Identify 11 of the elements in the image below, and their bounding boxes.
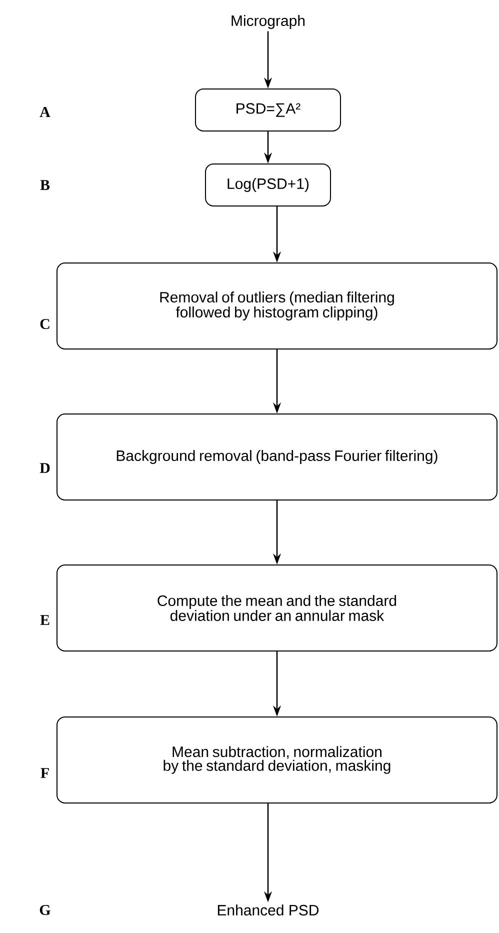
process-box: Mean subtraction, normalization by the standard deviation, masking xyxy=(56,716,498,804)
process-box: Log(PSD+1) xyxy=(205,164,331,206)
step-letter: G xyxy=(40,904,50,916)
process-box: PSD=∑A² xyxy=(195,88,341,132)
step-letter: B xyxy=(40,180,50,190)
process-box: Removal of outliers (median filtering followed by histogram clipping) xyxy=(56,262,498,350)
flow-text: Micrograph xyxy=(232,15,305,29)
step-letter: A xyxy=(40,107,50,117)
process-box: Compute the mean and the standard deviation under an annular mask xyxy=(56,564,498,652)
flow-text: Enhanced PSD xyxy=(218,904,319,916)
process-box: Background removal (band-pass Fourier filtering) xyxy=(56,414,498,500)
